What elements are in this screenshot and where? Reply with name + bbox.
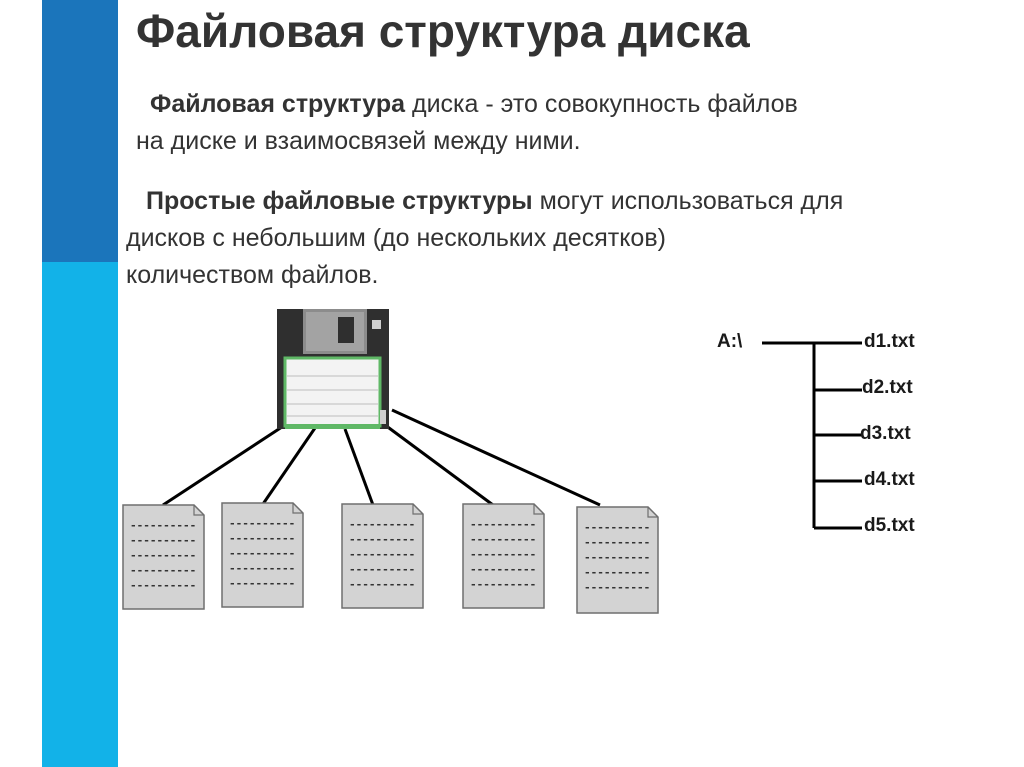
document-icon: ---------- ---------- ---------- ----------… xyxy=(341,503,424,609)
simple-structures-line1: могут использоваться для xyxy=(532,187,844,215)
sidebar-accent-dark xyxy=(42,0,118,262)
simple-structures-line3: количеством файлов. xyxy=(126,261,379,289)
document-line: ---------- xyxy=(229,517,295,530)
document-line: ---------- xyxy=(229,577,295,590)
document-line: ---------- xyxy=(229,547,295,560)
definition-term: Файловая структура xyxy=(150,90,406,118)
document-icon: ---------- ---------- ---------- ----------… xyxy=(221,502,304,608)
definition-paragraph: Файловая структура диска - это совокупно… xyxy=(136,86,798,160)
document-line: ---------- xyxy=(349,533,415,546)
document-line: ---------- xyxy=(584,551,650,564)
tree-file-d2: d2.txt xyxy=(862,377,913,398)
connector-lines xyxy=(162,408,601,507)
document-line: ---------- xyxy=(229,532,295,545)
simple-structures-term: Простые файловые структуры xyxy=(146,187,533,215)
document-line: ---------- xyxy=(470,548,536,561)
document-line: ---------- xyxy=(349,578,415,591)
definition-text-line2: на диске и взаимосвязей между ними. xyxy=(136,127,581,155)
tree-root-label: A:\ xyxy=(717,331,743,352)
floppy-disk-icon xyxy=(277,309,389,429)
simple-structures-line2: дисков с небольшим (до нескольких десятк… xyxy=(126,224,666,252)
document-line: ---------- xyxy=(584,536,650,549)
tree-file-d1: d1.txt xyxy=(864,331,915,352)
page-title: Файловая структура диска xyxy=(136,5,750,57)
document-icon: ---------- ---------- ---------- ----------… xyxy=(462,503,545,609)
document-line: ---------- xyxy=(349,518,415,531)
document-icon: ---------- ---------- ---------- ----------… xyxy=(122,504,205,610)
simple-structures-paragraph: Простые файловые структуры могут использ… xyxy=(126,183,843,294)
document-line: ---------- xyxy=(130,534,196,547)
document-line: ---------- xyxy=(130,549,196,562)
document-line: ---------- xyxy=(130,519,196,532)
document-line: ---------- xyxy=(470,578,536,591)
tree-file-d3: d3.txt xyxy=(860,423,911,444)
document-line: ---------- xyxy=(470,533,536,546)
sidebar-accent-light xyxy=(42,262,118,767)
document-line: ---------- xyxy=(584,581,650,594)
document-line: ---------- xyxy=(349,548,415,561)
document-line: ---------- xyxy=(470,563,536,576)
document-line: ---------- xyxy=(349,563,415,576)
document-line: ---------- xyxy=(584,566,650,579)
document-line: ---------- xyxy=(229,562,295,575)
document-icon: ---------- ---------- ---------- ----------… xyxy=(576,506,659,614)
definition-text-line1: диска - это совокупность файлов xyxy=(405,90,798,118)
document-line: ---------- xyxy=(130,564,196,577)
tree-file-d5: d5.txt xyxy=(864,515,915,536)
document-line: ---------- xyxy=(584,521,650,534)
document-line: ---------- xyxy=(130,579,196,592)
file-tree-lines xyxy=(762,341,862,530)
tree-file-d4: d4.txt xyxy=(864,469,915,490)
document-line: ---------- xyxy=(470,518,536,531)
